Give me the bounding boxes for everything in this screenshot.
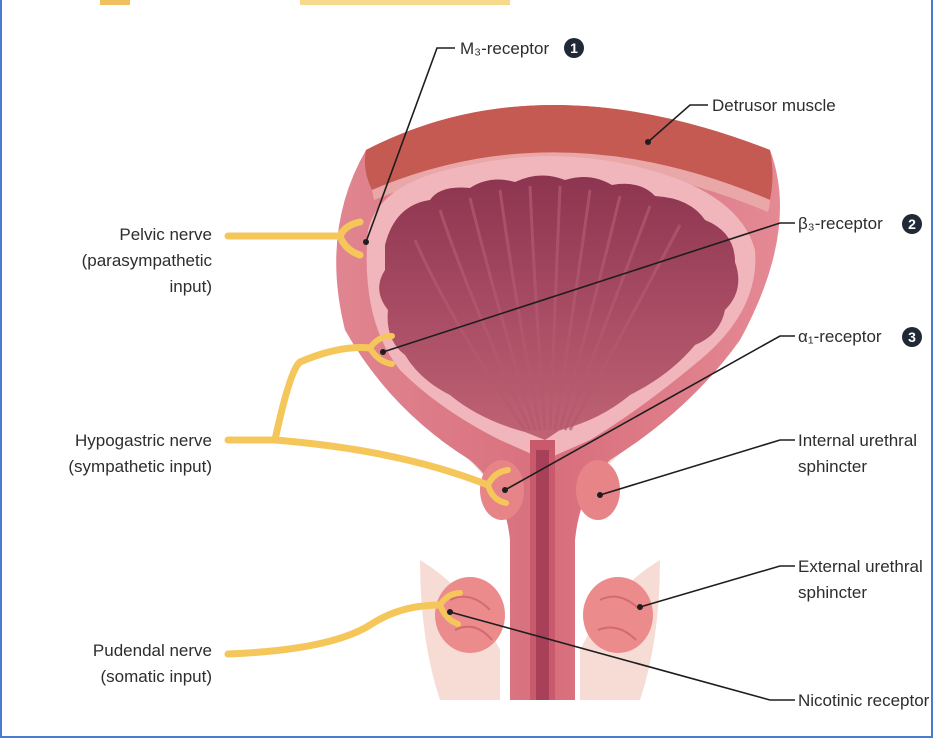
number-badge-1-text: 1: [570, 40, 578, 56]
top-decor-2: [300, 0, 510, 5]
internal-sphincter-label-2: sphincter: [798, 457, 867, 476]
alpha1-receptor-label: α₁-receptor: [798, 327, 882, 346]
beta3-receptor-label: β₃-receptor: [798, 214, 883, 233]
hypogastric-nerve-label-1: Hypogastric nerve: [75, 431, 212, 450]
m3-receptor-label: M₃-receptor: [460, 39, 549, 58]
external-sphincter-right: [583, 577, 653, 653]
number-badge-2-text: 2: [908, 216, 916, 232]
detrusor-muscle-label: Detrusor muscle: [712, 96, 836, 115]
internal-sphincter-right: [576, 460, 620, 520]
pudendal-nerve-label-2: (somatic input): [101, 667, 212, 686]
hypogastric-branch-upper: [275, 348, 370, 440]
number-badge-3-text: 3: [908, 329, 916, 345]
pudendal-nerve-label-1: Pudendal nerve: [93, 641, 212, 660]
pudendal-nerve-line: [228, 605, 440, 654]
internal-sphincter-label-1: Internal urethral: [798, 431, 917, 450]
pelvic-nerve-label-1: Pelvic nerve: [119, 225, 212, 244]
external-sphincter-label-1: External urethral: [798, 557, 923, 576]
nicotinic-receptor-label: Nicotinic receptor: [798, 691, 930, 710]
hypogastric-nerve-label-2: (sympathetic input): [68, 457, 212, 476]
external-sphincter-label-2: sphincter: [798, 583, 867, 602]
top-decor-1: [100, 0, 130, 5]
pelvic-nerve-label-3: input): [169, 277, 212, 296]
pelvic-nerve-label-2: (parasympathetic: [82, 251, 213, 270]
